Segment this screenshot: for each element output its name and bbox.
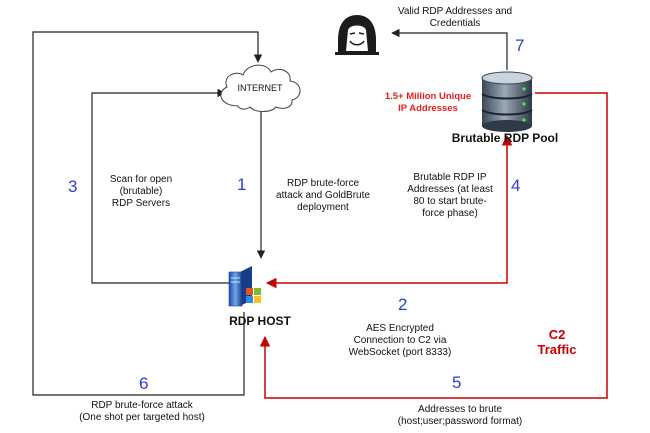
arrow-host-pool-bidirectional [265, 134, 513, 289]
internet-label: INTERNET [237, 83, 283, 93]
step-number-4: 4 [511, 176, 521, 195]
cloud-icon [220, 64, 301, 112]
brute-deploy-label: RDP brute-force attack and GoldBrute dep… [276, 178, 370, 213]
arrow-pool-to-host-c2 [259, 92, 608, 399]
brutable-ips-label: Brutable RDP IP Addresses (at least 80 t… [407, 172, 493, 219]
arrow-pool-to-attacker [391, 28, 508, 70]
rdp-host-label: RDP HOST [229, 314, 291, 328]
arrow-host-to-internet-outer [32, 31, 263, 396]
brute-attack-label: RDP brute-force attack (One shot per tar… [79, 400, 205, 423]
valid-rdp-label: Valid RDP Addresses and Credentials [397, 6, 513, 29]
step-number-6: 6 [139, 374, 149, 393]
scan-label: Scan for open (brutable) RDP Servers [109, 174, 173, 209]
addresses-label: Addresses to brute (host;user;password f… [397, 404, 523, 427]
step-number-1: 1 [237, 175, 247, 194]
aes-label: AES Encrypted Connection to C2 via WebSo… [348, 323, 452, 358]
hacker-icon [335, 15, 379, 55]
step-number-2: 2 [398, 295, 408, 314]
database-icon [481, 71, 533, 132]
step-number-3: 3 [68, 177, 78, 196]
rdp-pool-label: Brutable RDP Pool [451, 131, 559, 145]
c2-traffic-label: C2 Traffic [537, 327, 577, 357]
arrow-scan-loop [91, 88, 240, 284]
server-icon [228, 266, 261, 307]
step-number-7: 7 [515, 36, 525, 55]
step-number-5: 5 [452, 373, 462, 392]
million-ips-label: 1.5+ Million Unique IP Addresses [384, 91, 472, 114]
